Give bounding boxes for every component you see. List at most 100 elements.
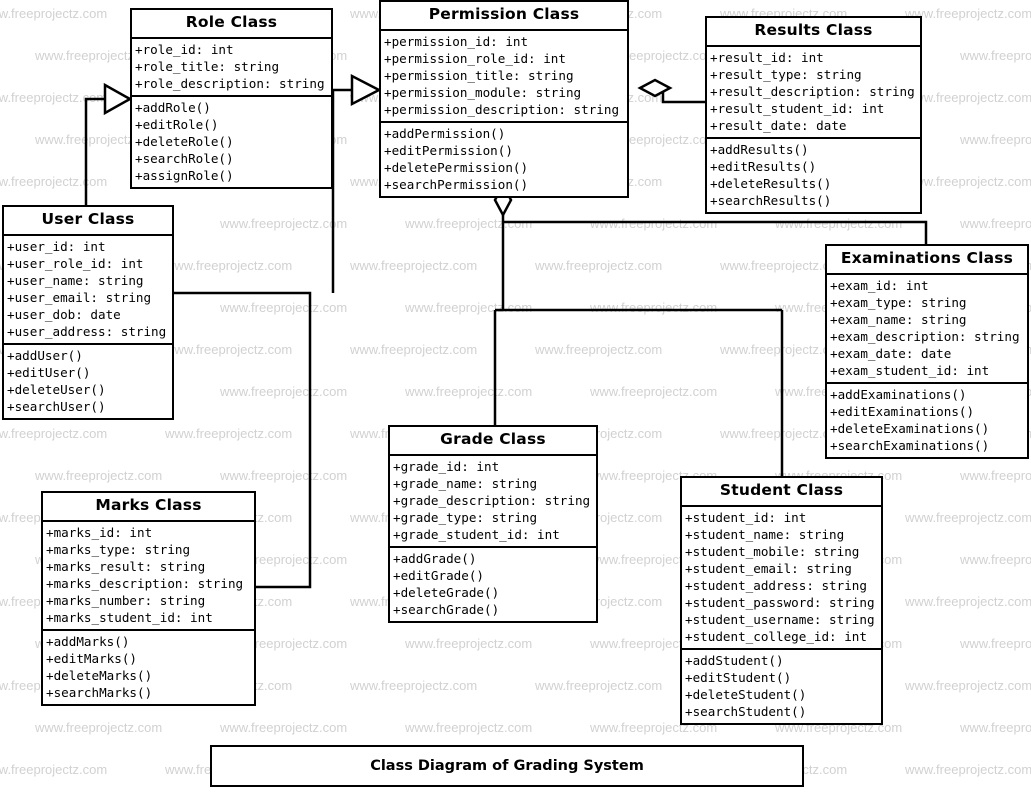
link-permission-to-examinations	[503, 220, 928, 244]
attribute-row: +exam_name: string	[830, 311, 967, 327]
attribute-row: +permission_module: string	[384, 84, 582, 100]
watermark-text: www.freeprojectz.com	[590, 384, 718, 399]
class-box-user[interactable]: User Class +user_id: int +user_role_id: …	[2, 205, 174, 420]
operation-row: +editMarks()	[46, 650, 137, 666]
attribute-row: +user_email: string	[7, 289, 152, 305]
operation-row: +searchRole()	[135, 150, 234, 166]
watermark-text: www.freeprojectz.com	[220, 216, 348, 231]
attribute-row: +student_email: string	[685, 560, 852, 576]
class-title-permission: Permission Class	[381, 2, 627, 31]
attribute-row: +student_id: int	[685, 509, 807, 525]
attribute-row: +result_description: string	[710, 83, 915, 99]
watermark-text: www.freeprojectz.com	[165, 426, 293, 441]
attribute-row: +exam_date: date	[830, 345, 952, 361]
class-attributes-examinations: +exam_id: int +exam_type: string +exam_n…	[827, 275, 1027, 382]
watermark-text: www.freeprojectz.com	[405, 216, 533, 231]
aggregation-diamond-permission-right	[637, 78, 673, 98]
diagram-caption: Class Diagram of Grading System	[210, 745, 804, 787]
watermark-text: www.freeprojectz.com	[0, 174, 108, 189]
attribute-row: +permission_title: string	[384, 67, 574, 83]
attribute-row: +student_address: string	[685, 577, 867, 593]
operation-row: +addPermission()	[384, 125, 506, 141]
attribute-row: +role_id: int	[135, 41, 234, 57]
watermark-text: www.freeprojectz.com	[0, 426, 108, 441]
operation-row: +deleteExaminations()	[830, 420, 990, 436]
watermark-text: www.freeprojectz.com	[0, 6, 108, 21]
attribute-row: +marks_type: string	[46, 541, 191, 557]
watermark-text: www.freeprojectz.com	[0, 762, 108, 777]
watermark-text: www.freeprojectz.com	[405, 720, 533, 735]
operation-row: +searchMarks()	[46, 684, 153, 700]
watermark-text: www.freeprojectz.com	[905, 510, 1031, 525]
class-title-role: Role Class	[132, 10, 331, 39]
operation-row: +addExaminations()	[830, 386, 967, 402]
attribute-row: +user_id: int	[7, 238, 106, 254]
class-box-results[interactable]: Results Class +result_id: int +result_ty…	[705, 16, 922, 214]
generalization-arrowhead-permission	[350, 73, 382, 107]
operation-row: +addStudent()	[685, 652, 784, 668]
operation-row: +editStudent()	[685, 669, 792, 685]
operation-row: +deleteRole()	[135, 133, 234, 149]
operation-row: +editUser()	[7, 364, 91, 380]
watermark-text: www.freeprojectz.com	[220, 720, 348, 735]
attribute-row: +result_student_id: int	[710, 100, 885, 116]
watermark-text: www.freeprojectz.com	[960, 720, 1031, 735]
attribute-row: +exam_student_id: int	[830, 362, 990, 378]
watermark-text: www.freeprojectz.com	[960, 636, 1031, 651]
attribute-row: +grade_type: string	[393, 509, 538, 525]
operation-row: +addUser()	[7, 347, 83, 363]
class-box-student[interactable]: Student Class +student_id: int +student_…	[680, 476, 883, 725]
class-title-results: Results Class	[707, 18, 920, 47]
operation-row: +deleteGrade()	[393, 584, 500, 600]
class-attributes-permission: +permission_id: int +permission_role_id:…	[381, 31, 627, 121]
watermark-text: www.freeprojectz.com	[165, 258, 293, 273]
class-attributes-student: +student_id: int +student_name: string +…	[682, 507, 881, 648]
attribute-row: +user_address: string	[7, 323, 167, 339]
watermark-text: www.freeprojectz.com	[535, 678, 663, 693]
operation-row: +deleteResults()	[710, 175, 832, 191]
operation-row: +addResults()	[710, 141, 809, 157]
class-attributes-grade: +grade_id: int +grade_name: string +grad…	[390, 456, 596, 546]
class-box-role[interactable]: Role Class +role_id: int +role_title: st…	[130, 8, 333, 189]
watermark-text: www.freeprojectz.com	[960, 216, 1031, 231]
class-box-examinations[interactable]: Examinations Class +exam_id: int +exam_t…	[825, 244, 1029, 459]
watermark-text: www.freeprojectz.com	[350, 258, 478, 273]
watermark-text: www.freeprojectz.com	[405, 636, 533, 651]
operation-row: +deleteMarks()	[46, 667, 153, 683]
class-box-permission[interactable]: Permission Class +permission_id: int +pe…	[379, 0, 629, 198]
watermark-text: www.freeprojectz.com	[35, 720, 163, 735]
link-user-to-role	[84, 97, 130, 205]
class-operations-permission: +addPermission() +editPermission() +dele…	[381, 120, 627, 196]
class-title-student: Student Class	[682, 478, 881, 507]
attribute-row: +marks_id: int	[46, 524, 153, 540]
watermark-text: www.freeprojectz.com	[220, 384, 348, 399]
class-box-grade[interactable]: Grade Class +grade_id: int +grade_name: …	[388, 425, 598, 623]
watermark-text: www.freeprojectz.com	[35, 468, 163, 483]
attribute-row: +permission_description: string	[384, 101, 620, 117]
attribute-row: +result_id: int	[710, 49, 824, 65]
attribute-row: +student_name: string	[685, 526, 845, 542]
attribute-row: +student_mobile: string	[685, 543, 860, 559]
operation-row: +addGrade()	[393, 550, 477, 566]
attribute-row: +user_dob: date	[7, 306, 121, 322]
class-operations-grade: +addGrade() +editGrade() +deleteGrade() …	[390, 545, 596, 621]
attribute-row: +student_college_id: int	[685, 628, 867, 644]
watermark-text: www.freeprojectz.com	[535, 258, 663, 273]
class-attributes-marks: +marks_id: int +marks_type: string +mark…	[43, 522, 254, 629]
attribute-row: +grade_name: string	[393, 475, 538, 491]
class-title-marks: Marks Class	[43, 493, 254, 522]
attribute-row: +marks_number: string	[46, 592, 206, 608]
attribute-row: +student_username: string	[685, 611, 875, 627]
class-title-examinations: Examinations Class	[827, 246, 1027, 275]
attribute-row: +role_description: string	[135, 75, 325, 91]
operation-row: +searchPermission()	[384, 176, 529, 192]
watermark-text: www.freeprojectz.com	[0, 90, 108, 105]
class-box-marks[interactable]: Marks Class +marks_id: int +marks_type: …	[41, 491, 256, 706]
watermark-text: www.freeprojectz.com	[405, 384, 533, 399]
watermark-text: www.freeprojectz.com	[350, 678, 478, 693]
attribute-row: +exam_description: string	[830, 328, 1020, 344]
watermark-text: www.freeprojectz.com	[960, 48, 1031, 63]
class-title-grade: Grade Class	[390, 427, 596, 456]
attribute-row: +marks_result: string	[46, 558, 206, 574]
watermark-text: www.freeprojectz.com	[220, 468, 348, 483]
